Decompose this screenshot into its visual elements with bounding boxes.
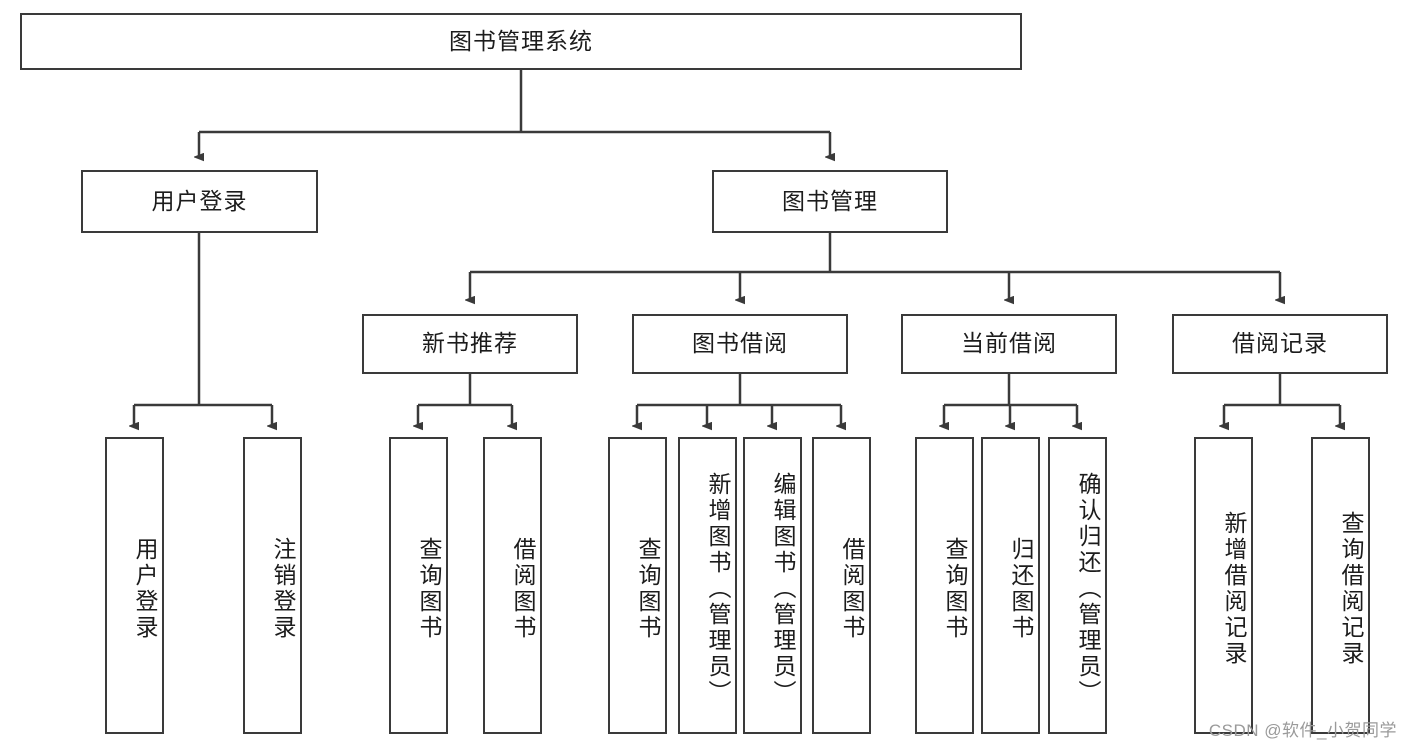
leaf-borrow-query-book[interactable]: 查询图书 [608,437,667,734]
node-current-borrow[interactable]: 当前借阅 [901,314,1117,374]
node-book-management[interactable]: 图书管理 [712,170,948,233]
leaf-add-book-admin-label: 新增图书（管理员） [705,471,731,706]
leaf-return-book-label: 归还图书 [1008,536,1034,641]
leaf-current-query-book-label: 查询图书 [942,536,968,641]
node-user-login[interactable]: 用户登录 [81,170,318,233]
leaf-new-book-query[interactable]: 查询图书 [389,437,448,734]
leaf-edit-book-admin-label: 编辑图书（管理员） [770,471,796,706]
node-current-borrow-label: 当前借阅 [961,330,1057,357]
leaf-current-query-book[interactable]: 查询图书 [915,437,974,734]
node-root-system[interactable]: 图书管理系统 [20,13,1022,70]
leaf-query-borrow-record-label: 查询借阅记录 [1338,510,1364,667]
leaf-add-borrow-record[interactable]: 新增借阅记录 [1194,437,1253,734]
leaf-new-book-borrow-label: 借阅图书 [510,536,536,641]
leaf-user-login[interactable]: 用户登录 [105,437,164,734]
watermark-text: CSDN @软件_小贺同学 [1208,721,1397,740]
leaf-logout[interactable]: 注销登录 [243,437,302,734]
node-book-management-label: 图书管理 [782,187,878,214]
leaf-add-book-admin[interactable]: 新增图书（管理员） [678,437,737,734]
node-user-login-label: 用户登录 [151,187,248,214]
node-root-system-label: 图书管理系统 [449,27,593,54]
leaf-borrow-book-label: 借阅图书 [839,536,865,641]
leaf-query-borrow-record[interactable]: 查询借阅记录 [1311,437,1370,734]
leaf-return-book[interactable]: 归还图书 [981,437,1040,734]
leaf-edit-book-admin[interactable]: 编辑图书（管理员） [743,437,802,734]
leaf-confirm-return-admin[interactable]: 确认归还（管理员） [1048,437,1107,734]
leaf-logout-label: 注销登录 [270,536,296,641]
node-borrow-record-label: 借阅记录 [1232,330,1328,357]
leaf-borrow-query-book-label: 查询图书 [635,536,661,641]
node-book-borrow-label: 图书借阅 [692,330,788,357]
node-borrow-record[interactable]: 借阅记录 [1172,314,1388,374]
node-book-borrow[interactable]: 图书借阅 [632,314,848,374]
leaf-borrow-book[interactable]: 借阅图书 [812,437,871,734]
leaf-add-borrow-record-label: 新增借阅记录 [1221,510,1247,667]
node-new-book-recommend-label: 新书推荐 [422,330,518,357]
leaf-confirm-return-admin-label: 确认归还（管理员） [1075,471,1101,706]
leaf-user-login-label: 用户登录 [132,536,158,641]
node-new-book-recommend[interactable]: 新书推荐 [362,314,578,374]
leaf-new-book-borrow[interactable]: 借阅图书 [483,437,542,734]
leaf-new-book-query-label: 查询图书 [416,536,442,641]
